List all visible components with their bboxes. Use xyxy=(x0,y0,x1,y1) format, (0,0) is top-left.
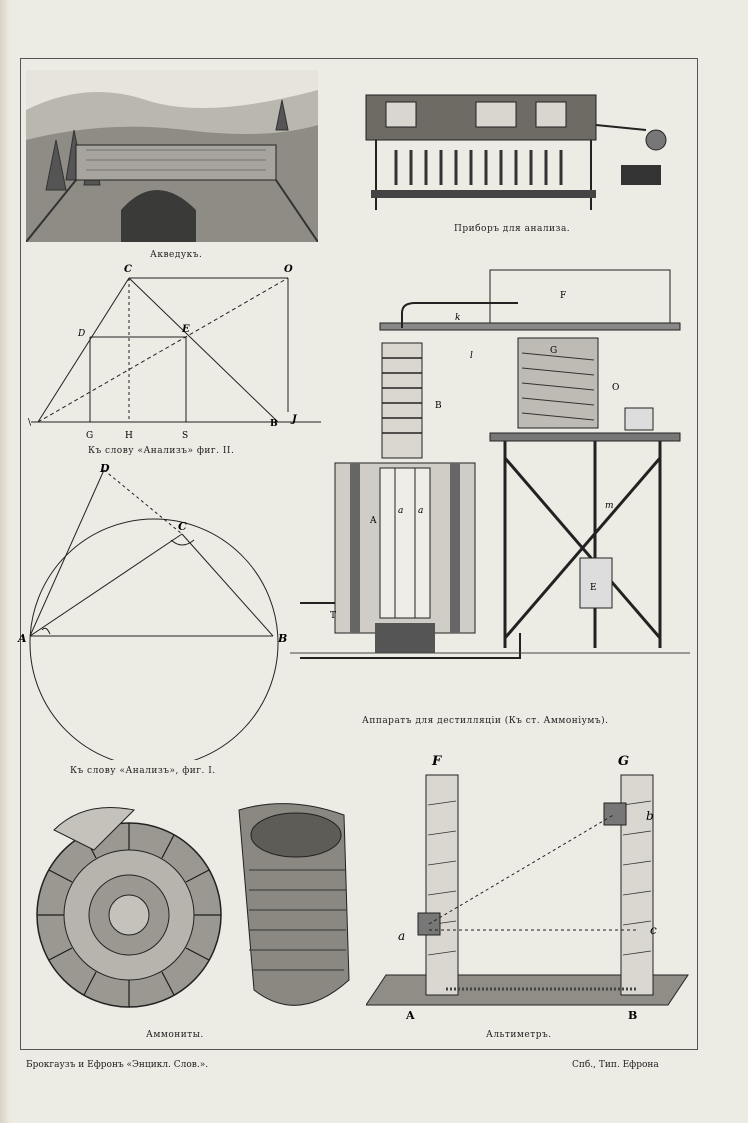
ammonites-illustration xyxy=(24,790,354,1020)
footer-printer: Спб., Тип. Ефрона xyxy=(572,1060,659,1070)
altimeter-label-b-cap: B xyxy=(628,1009,637,1020)
footer-publisher: Брокгаузъ и Ефронъ «Энцикл. Слов.». xyxy=(26,1060,209,1070)
fig1-label-c: C xyxy=(178,520,187,533)
aqueduct-caption: Акведукъ. xyxy=(150,250,203,260)
distill-label-l: l xyxy=(470,351,473,361)
fig2-label-d: D xyxy=(77,329,85,339)
altimeter-label-a: a xyxy=(398,929,405,943)
distillation-apparatus-illustration: F k l G B A a a T O m E xyxy=(290,268,690,703)
distill-label-e: E xyxy=(590,583,597,593)
distill-label-b: B xyxy=(435,401,442,411)
distillation-caption: Аппаратъ для дестилляціи (Къ ст. Аммоніу… xyxy=(362,716,609,726)
fig2-label-s: S xyxy=(182,431,188,441)
altimeter-label-f: F xyxy=(431,754,442,769)
fig2-label-a: \ xyxy=(28,418,32,428)
fig2-label-c: C xyxy=(124,264,132,275)
fig2-label-g: G xyxy=(86,431,93,441)
plate-frame xyxy=(20,58,698,1050)
fig2-label-j: J xyxy=(290,414,298,425)
altimeter-label-g: G xyxy=(618,754,629,769)
analysis-fig1-diagram: D C A B xyxy=(16,460,291,760)
distill-label-o: O xyxy=(612,383,619,393)
distill-label-k: k xyxy=(455,313,460,323)
distill-label-g: G xyxy=(550,346,557,356)
fig1-label-b: B xyxy=(277,632,287,645)
altimeter-label-b: b xyxy=(646,809,654,823)
analysis-device-caption: Приборъ для анализа. xyxy=(454,224,571,234)
distill-label-a-cap: A xyxy=(369,516,377,526)
fig2-label-o: O xyxy=(284,264,293,275)
analysis-device-illustration xyxy=(356,80,686,220)
page-binding-edge xyxy=(0,0,10,1123)
analysis-fig2-caption: Къ слову «Анализъ» фиг. II. xyxy=(88,446,235,456)
fig1-label-d: D xyxy=(99,462,110,475)
altimeter-caption: Альтиметръ. xyxy=(486,1030,552,1040)
analysis-fig1-caption: Къ слову «Анализъ», фиг. I. xyxy=(70,766,216,776)
altimeter-label-a-cap: A xyxy=(405,1009,415,1020)
distill-label-m: m xyxy=(605,501,614,511)
fig2-label-b: B xyxy=(270,419,278,429)
fig1-label-a: A xyxy=(17,632,27,645)
aqueduct-illustration xyxy=(26,70,318,242)
distill-label-t: T xyxy=(330,611,336,621)
fig2-label-e: E xyxy=(181,324,190,335)
fig2-label-h: H xyxy=(125,431,133,441)
distill-label-a1: a xyxy=(398,506,403,516)
distill-label-f: F xyxy=(560,291,566,301)
analysis-fig2-diagram: C O D E \ B J G H S xyxy=(26,262,326,452)
distill-label-a2: a xyxy=(418,506,423,516)
altimeter-illustration: F G a b c A B xyxy=(366,745,690,1020)
ammonites-caption: Аммониты. xyxy=(146,1030,204,1040)
altimeter-label-c: c xyxy=(650,923,657,937)
